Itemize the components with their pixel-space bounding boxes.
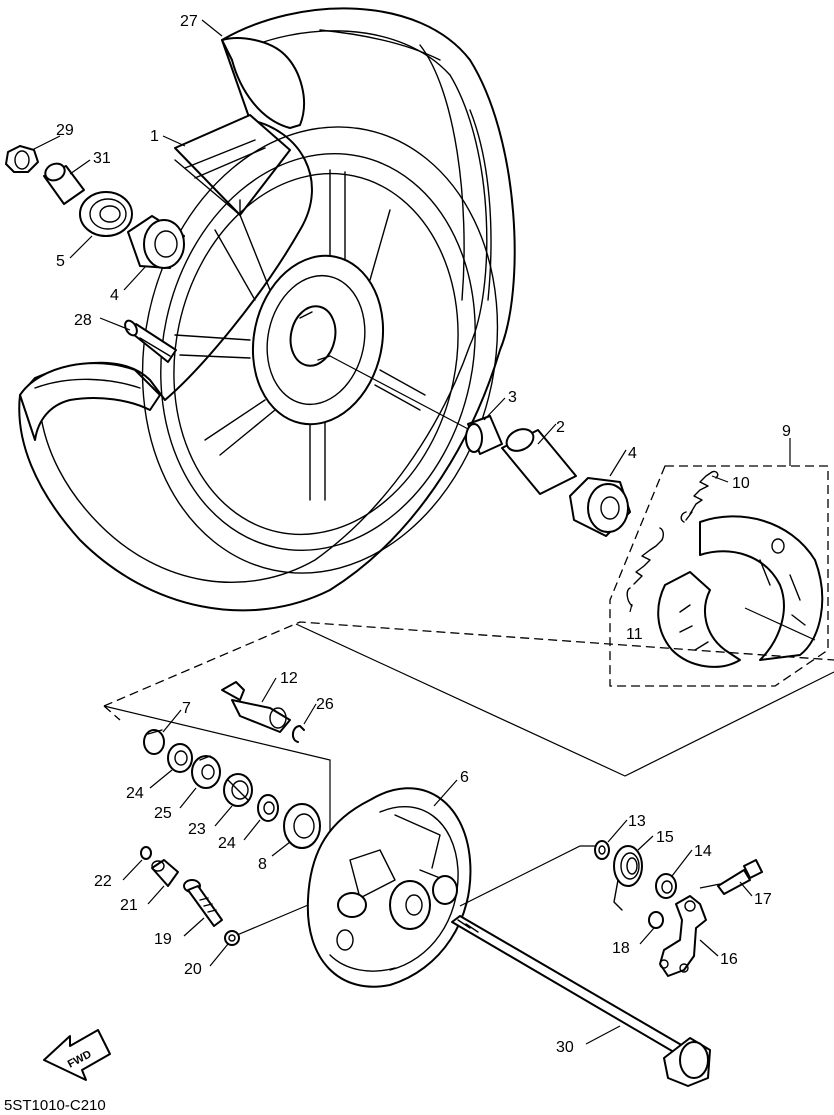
callout-15: 15 bbox=[656, 829, 674, 846]
callout-19: 19 bbox=[154, 931, 172, 948]
callout-2: 2 bbox=[556, 419, 565, 436]
brake-shoe-kit-boundary bbox=[609, 465, 829, 687]
callout-27: 27 bbox=[180, 13, 198, 30]
callout-30: 30 bbox=[556, 1039, 574, 1056]
brake-shoe bbox=[657, 571, 741, 668]
callout-21: 21 bbox=[120, 897, 138, 914]
circlip bbox=[143, 729, 165, 755]
spring bbox=[626, 527, 665, 607]
camshaft-lever bbox=[659, 895, 707, 977]
callout-4-right: 4 bbox=[628, 445, 637, 462]
wheel-rim bbox=[141, 114, 499, 574]
callout-16: 16 bbox=[720, 951, 738, 968]
callout-13: 13 bbox=[628, 813, 646, 830]
bearing bbox=[127, 215, 185, 269]
nut bbox=[140, 846, 152, 860]
nut bbox=[648, 911, 664, 929]
callout-31: 31 bbox=[93, 150, 111, 167]
callout-7: 7 bbox=[182, 700, 191, 717]
callout-29: 29 bbox=[56, 122, 74, 139]
oil-seal bbox=[283, 803, 321, 849]
callout-5: 5 bbox=[56, 253, 65, 270]
torsion-spring bbox=[613, 845, 643, 911]
adjusting-bolt bbox=[183, 879, 223, 927]
bolt bbox=[717, 859, 763, 895]
callout-14: 14 bbox=[694, 843, 712, 860]
callout-12: 12 bbox=[280, 670, 298, 687]
callout-11: 11 bbox=[626, 626, 643, 643]
circlip bbox=[292, 725, 305, 743]
brake-plate-kit-boundary bbox=[103, 621, 834, 721]
axle-nut bbox=[5, 145, 39, 173]
spring bbox=[680, 470, 719, 523]
callout-22: 22 bbox=[94, 873, 112, 890]
callout-10: 10 bbox=[732, 475, 750, 492]
drawing-code: 5ST1010-C210 bbox=[4, 1097, 106, 1114]
callout-9: 9 bbox=[782, 423, 791, 440]
washer bbox=[167, 743, 193, 773]
brake-shoe bbox=[699, 515, 824, 661]
spacer bbox=[465, 415, 503, 455]
indicator-plate bbox=[655, 873, 677, 899]
callout-4-left: 4 bbox=[110, 287, 119, 304]
collar bbox=[43, 162, 85, 205]
callout-labels: 27 1 29 31 5 4 28 3 2 4 9 10 11 12 26 7 … bbox=[56, 13, 791, 1056]
washer bbox=[224, 930, 240, 946]
forward-direction-arrow: FWD bbox=[43, 1029, 111, 1081]
callout-17: 17 bbox=[754, 891, 772, 908]
callout-24-lower: 24 bbox=[218, 835, 236, 852]
tire-valve bbox=[124, 319, 177, 363]
callout-6: 6 bbox=[460, 769, 469, 786]
callout-24-upper: 24 bbox=[126, 785, 144, 802]
bushing bbox=[151, 859, 179, 887]
callout-3: 3 bbox=[508, 389, 517, 406]
brake-camshaft bbox=[221, 681, 291, 733]
bearing bbox=[569, 477, 631, 537]
callout-1: 1 bbox=[150, 128, 159, 145]
callout-leaders bbox=[31, 19, 791, 1045]
indicator-plate bbox=[191, 755, 221, 789]
callout-18: 18 bbox=[612, 940, 630, 957]
oil-seal bbox=[79, 191, 133, 237]
callout-20: 20 bbox=[184, 961, 202, 978]
washer bbox=[257, 794, 279, 822]
callout-25: 25 bbox=[154, 805, 172, 822]
distance-collar bbox=[501, 428, 577, 495]
callout-28: 28 bbox=[74, 312, 92, 329]
washer bbox=[594, 840, 610, 860]
callout-26: 26 bbox=[316, 696, 334, 713]
brake-shoe-plate bbox=[306, 787, 472, 988]
callout-8: 8 bbox=[258, 856, 267, 873]
wheel-axle bbox=[451, 915, 711, 1087]
seal bbox=[223, 773, 253, 807]
callout-23: 23 bbox=[188, 821, 206, 838]
